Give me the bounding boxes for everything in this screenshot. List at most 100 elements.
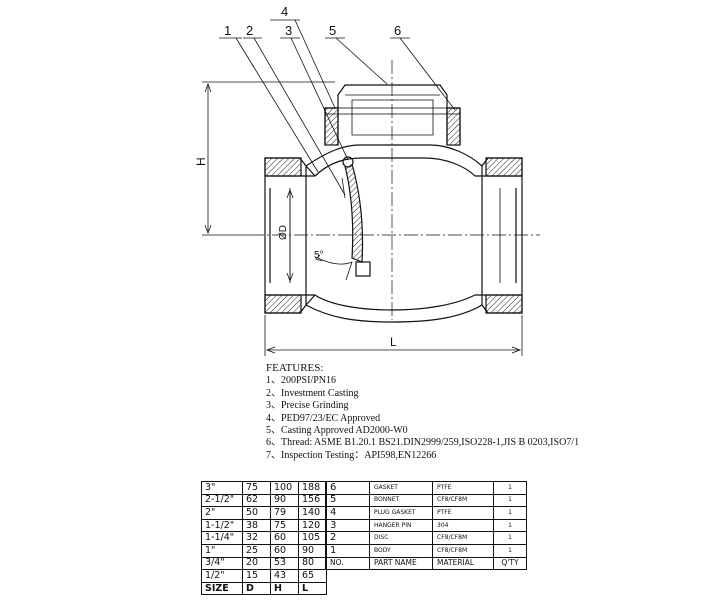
h-cell: 43 [270,569,299,583]
qty-cell: 1 [493,493,527,508]
part-name-cell: HANGER PIN [369,518,433,533]
qty-cell: 1 [493,543,527,558]
header-cell: NO. [325,556,370,571]
disc [344,163,364,263]
d-cell: 38 [242,518,271,533]
angle-label: 5° [314,250,324,261]
callout-1: 1 [224,23,231,38]
h-cell: 100 [270,481,299,495]
l-dimension-label: L [390,335,397,349]
h-cell: 75 [270,518,299,533]
feature-item: 1、200PSI/PN16 [266,375,337,387]
l-cell: 80 [298,556,327,571]
feature-item: 7、Inspection Testing：API598,EN12266 [266,449,437,461]
header-cell: Q'TY [493,556,527,571]
material-cell: PTFE [432,481,494,495]
table-row: 3" 75 100 188 [201,481,327,495]
l-cell: 140 [298,506,327,520]
size-cell: 1/2" [201,569,243,583]
h-cell: 90 [270,493,299,508]
d-cell: 50 [242,506,271,520]
table-row: 6 GASKET PTFE 1 [325,481,527,495]
l-dimension [264,315,523,356]
table-row: 2-1/2" 62 90 156 [201,493,327,508]
callout-4: 4 [281,4,288,19]
size-table: 3" 75 100 188 2-1/2" 62 90 156 2" 50 79 … [201,481,327,596]
table-row: 2 DISC CF8/CF8M 1 [325,531,527,545]
l-cell: 120 [298,518,327,533]
h-cell: 79 [270,506,299,520]
table-row: 4 PLUG GASKET PTFE 1 [325,506,527,520]
table-row: 1" 25 60 90 [201,543,327,558]
part-name-cell: BONNET [369,493,433,508]
qty-cell: 1 [493,518,527,533]
part-number-cell: 6 [325,481,370,495]
size-cell: 2" [201,506,243,520]
table-row: 3/4" 20 53 80 [201,556,327,571]
table-header-row: NO. PART NAME MATERIAL Q'TY [325,556,527,571]
callout-5: 5 [329,23,336,38]
l-cell: 90 [298,543,327,558]
part-number-cell: 4 [325,506,370,520]
part-number-cell: 2 [325,531,370,545]
qty-cell: 1 [493,531,527,545]
feature-item: 3、Precise Grinding [266,400,349,412]
d-cell: 15 [242,569,271,583]
size-cell: 3" [201,481,243,495]
table-row: 3 HANGER PIN 304 1 [325,518,527,533]
parts-table: 6 GASKET PTFE 1 5 BONNET CF8/CF8M 1 4 PL… [325,481,527,571]
header-cell: H [270,581,299,596]
l-cell: 188 [298,481,327,495]
table-header-row: SIZE D H L [201,581,327,596]
right-end-connection [475,157,523,314]
h-cell: 60 [270,531,299,545]
part-number-cell: 1 [325,543,370,558]
d-cell: 75 [242,481,271,495]
callout-3: 3 [285,23,292,38]
header-cell: D [242,581,271,596]
callout-2: 2 [246,23,253,38]
d-cell: 25 [242,543,271,558]
valve-body [305,144,483,323]
size-cell: 1" [201,543,243,558]
table-row: 2" 50 79 140 [201,506,327,520]
qty-cell: 1 [493,506,527,520]
header-cell: MATERIAL [432,556,494,571]
qty-cell: 1 [493,481,527,495]
header-cell: PART NAME [369,556,433,571]
part-name-cell: GASKET [369,481,433,495]
gasket [324,107,461,115]
d-cell: 20 [242,556,271,571]
feature-item: 5、Casting Approved AD2000-W0 [266,425,408,437]
part-name-cell: BODY [369,543,433,558]
h-cell: 60 [270,543,299,558]
leader-lines [219,19,456,196]
material-cell: 304 [432,518,494,533]
features-block: FEATURES: 1、200PSI/PN16 2、Investment Cas… [266,362,579,462]
h-cell: 53 [270,556,299,571]
table-row: 1-1/2" 38 75 120 [201,518,327,533]
table-row: 1 BODY CF8/CF8M 1 [325,543,527,558]
size-cell: 3/4" [201,556,243,571]
feature-item: 6、Thread: ASME B1.20.1 BS21.DIN2999/259,… [266,437,580,449]
part-name-cell: DISC [369,531,433,545]
h-dimension [202,81,335,236]
part-name-cell: PLUG GASKET [369,506,433,520]
material-cell: CF8/CF8M [432,531,494,545]
table-row: 1-1/4" 32 60 105 [201,531,327,545]
callout-6: 6 [394,23,401,38]
part-number-cell: 3 [325,518,370,533]
header-cell: SIZE [201,581,243,596]
d-dimension [286,188,294,283]
l-cell: 65 [298,569,327,583]
feature-item: 2、Investment Casting [266,387,359,399]
features-title: FEATURES: [266,362,324,374]
feature-item: 4、PED97/23/EC Approved [266,412,381,424]
bonnet [324,84,461,146]
material-cell: CF8/CF8M [432,543,494,558]
size-cell: 1-1/4" [201,531,243,545]
size-cell: 1-1/2" [201,518,243,533]
material-cell: CF8/CF8M [432,493,494,508]
angle-arc [317,257,353,265]
d-cell: 62 [242,493,271,508]
